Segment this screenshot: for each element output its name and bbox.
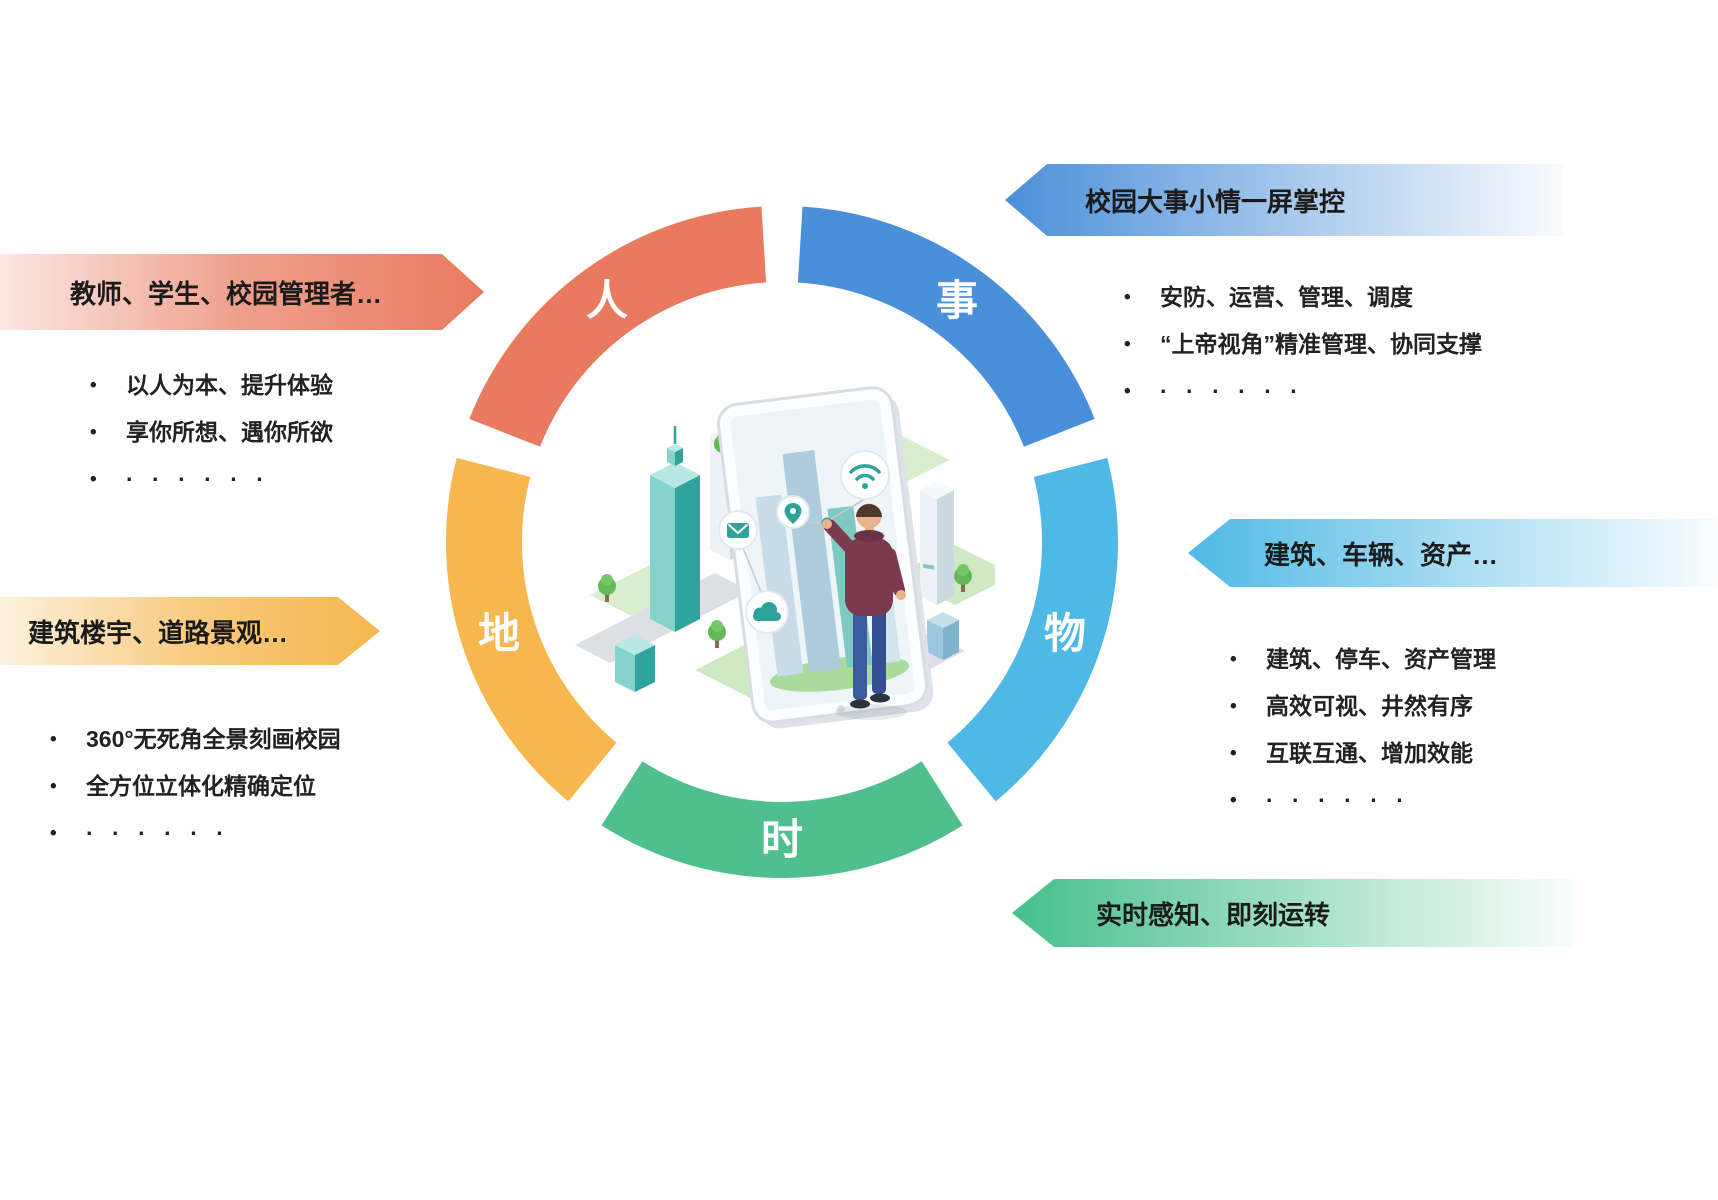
- bullet-item-ellipsis: · · · · · ·: [1122, 368, 1482, 415]
- bullet-item: 360°无死角全景刻画校园: [48, 716, 341, 763]
- bullet-item: 享你所想、遇你所欲: [88, 409, 333, 456]
- banner-affairs: 校园大事小情一屏掌控: [1005, 164, 1563, 236]
- bullet-item: 建筑、停车、资产管理: [1228, 636, 1496, 683]
- ring-segment-place: [446, 457, 618, 802]
- banner-people: 教师、学生、校园管理者…: [0, 254, 484, 330]
- ring-segment-objects: [946, 457, 1118, 802]
- person-figure: [822, 503, 907, 720]
- bullet-item: 互联互通、增加效能: [1228, 730, 1496, 777]
- banner-objects: 建筑、车辆、资产…: [1188, 519, 1718, 587]
- ring-segment-time: [601, 760, 963, 878]
- ring-labels: 人 事 物 时 地: [478, 277, 1086, 863]
- smart-campus-illustration: [575, 386, 995, 729]
- bullet-item: 全方位立体化精确定位: [48, 763, 341, 810]
- ring-label-people: 人: [586, 277, 628, 324]
- ring-segment-affairs: [797, 206, 1095, 448]
- ring-label-objects: 物: [1044, 610, 1086, 657]
- ring-label-time: 时: [761, 816, 803, 863]
- banner-place-label: 建筑楼宇、道路景观…: [28, 617, 289, 648]
- bullet-item: “上帝视角”精准管理、协同支撑: [1122, 321, 1482, 368]
- banner-people-label: 教师、学生、校园管理者…: [70, 278, 383, 309]
- bullet-item-ellipsis: · · · · · ·: [1228, 777, 1496, 824]
- bullet-item-ellipsis: · · · · · ·: [48, 810, 341, 857]
- bullet-item: 以人为本、提升体验: [88, 362, 333, 409]
- ring-label-affairs: 事: [936, 277, 978, 324]
- bullet-item-ellipsis: · · · · · ·: [88, 456, 333, 503]
- cloud-icon: [745, 590, 789, 634]
- banner-time-label: 实时感知、即刻运转: [1096, 899, 1331, 930]
- tablet-home-button: [836, 704, 845, 713]
- bullet-item: 安防、运营、管理、调度: [1122, 274, 1482, 321]
- bullets-people: 以人为本、提升体验 享你所想、遇你所欲 · · · · · ·: [88, 362, 333, 503]
- connector-lines: [742, 498, 866, 593]
- wifi-icon: [840, 450, 890, 500]
- mail-icon: [718, 510, 758, 550]
- banner-time: 实时感知、即刻运转: [1012, 879, 1572, 947]
- ring-chart: 人 事 物 时 地: [446, 206, 1118, 878]
- city-buildings-right: [920, 481, 959, 660]
- banner-affairs-label: 校园大事小情一屏掌控: [1085, 186, 1346, 217]
- bullets-affairs: 安防、运营、管理、调度 “上帝视角”精准管理、协同支撑 · · · · · ·: [1122, 274, 1482, 415]
- ring-segment-people: [469, 206, 767, 448]
- ring-label-place: 地: [478, 610, 520, 657]
- banner-place: 建筑楼宇、道路景观…: [0, 597, 380, 665]
- banner-objects-label: 建筑、车辆、资产…: [1264, 539, 1499, 570]
- bullets-objects: 建筑、停车、资产管理 高效可视、井然有序 互联互通、增加效能 · · · · ·…: [1228, 636, 1496, 824]
- bullet-item: 高效可视、井然有序: [1228, 683, 1496, 730]
- bullets-place: 360°无死角全景刻画校园 全方位立体化精确定位 · · · · · ·: [48, 716, 341, 857]
- location-pin-icon: [776, 495, 810, 529]
